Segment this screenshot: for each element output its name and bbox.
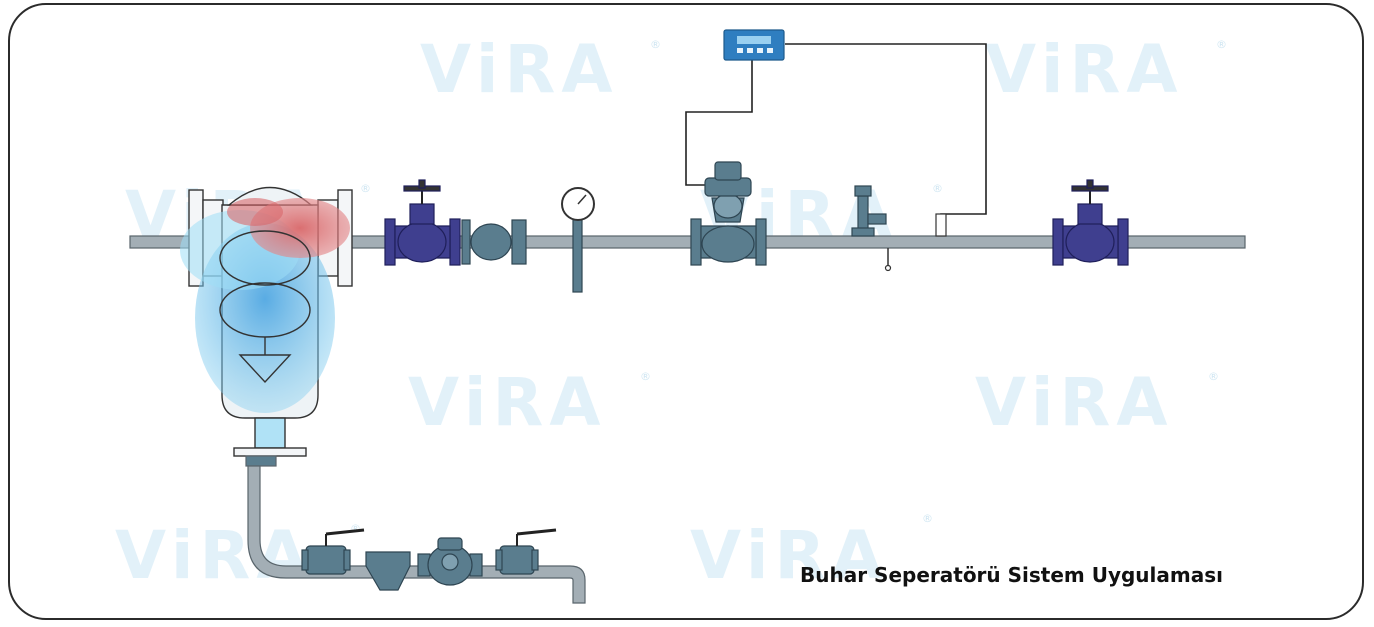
watermark: ViRA ® (408, 364, 651, 441)
svg-text:®: ® (922, 512, 933, 525)
control-valve (690, 161, 767, 266)
svg-text:®: ® (650, 38, 661, 51)
watermark: ViRA ® (690, 512, 933, 594)
drain-ball-valve (301, 528, 365, 575)
svg-text:ViRA: ViRA (985, 31, 1183, 108)
svg-text:®: ® (1208, 370, 1219, 383)
svg-text:®: ® (932, 182, 943, 195)
watermark: ViRA ® (985, 31, 1227, 108)
outlet-valve (1052, 179, 1129, 266)
svg-text:®: ® (360, 182, 371, 195)
drain-ball-valve (495, 528, 557, 575)
svg-text:ViRA: ViRA (408, 364, 606, 441)
safety-valve (851, 185, 892, 272)
svg-text:ViRA: ViRA (115, 517, 313, 594)
svg-text:®: ® (640, 370, 651, 383)
isolation-valve (384, 179, 461, 266)
svg-text:ViRA: ViRA (690, 517, 888, 594)
drain-strainer (365, 551, 411, 591)
pressure-sensor (935, 213, 947, 237)
watermark: ViRA ® (115, 517, 361, 594)
svg-text:ViRA: ViRA (420, 31, 618, 108)
svg-text:®: ® (1216, 38, 1227, 51)
watermark: ViRA ® (420, 31, 661, 108)
controller (723, 29, 785, 61)
strainer (461, 219, 527, 265)
svg-text:®: ® (350, 522, 361, 535)
svg-text:ViRA: ViRA (975, 364, 1173, 441)
diagram-caption: Buhar Seperatörü Sistem Uygulaması (800, 563, 1223, 587)
separator (180, 186, 353, 457)
watermark: ViRA ® (975, 364, 1219, 441)
steam-trap (417, 537, 483, 586)
pressure-gauge (561, 187, 595, 293)
